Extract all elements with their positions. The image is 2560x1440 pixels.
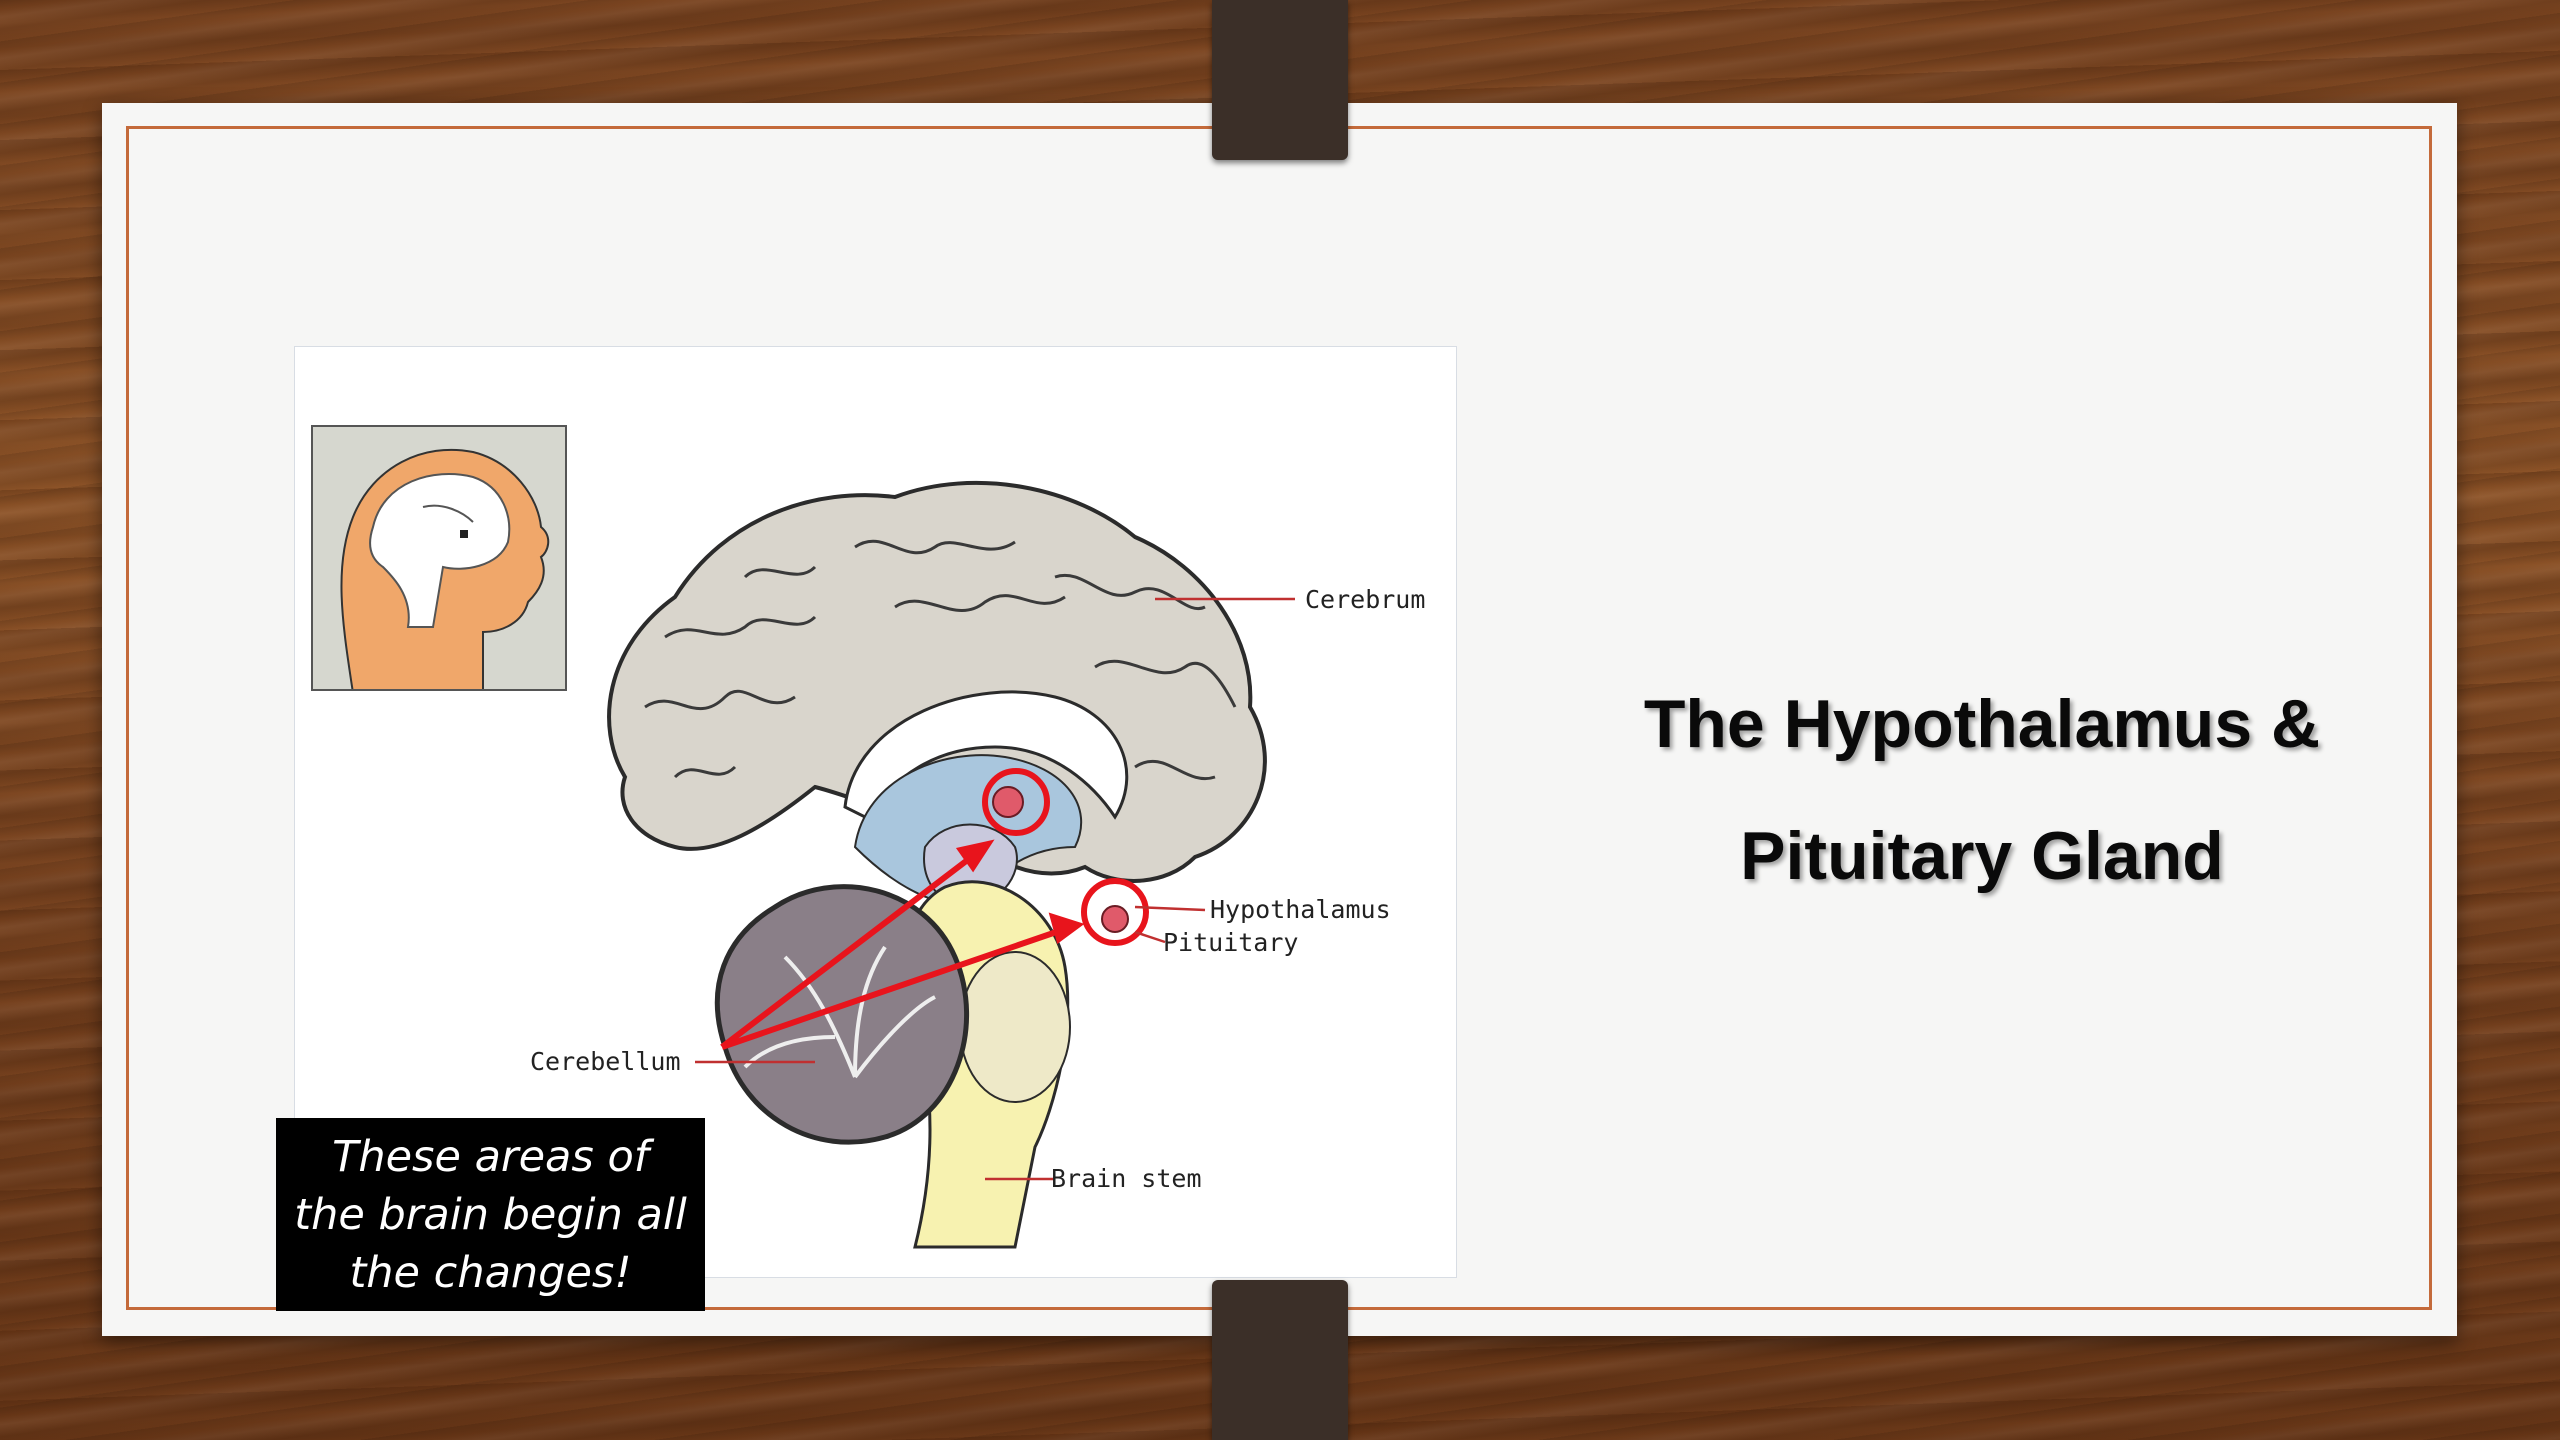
slide-title: The Hypothalamus & Pituitary Gland — [1542, 658, 2422, 922]
gyri-lines — [644, 539, 1237, 781]
binder-clip-bottom — [1212, 1280, 1348, 1440]
binder-clip-top — [1212, 0, 1348, 160]
head-thumbnail — [311, 425, 567, 691]
brain-illustration — [607, 480, 1295, 1249]
pituitary-dot — [1101, 905, 1129, 933]
cerebellum-shape — [714, 884, 970, 1145]
label-pituitary: Pituitary — [1163, 928, 1299, 957]
hypothalamus-dot — [992, 786, 1024, 818]
label-cerebrum: Cerebrum — [1305, 585, 1426, 614]
leader-lines — [695, 597, 1295, 1181]
label-hypothalamus: Hypothalamus — [1210, 895, 1391, 924]
label-cerebellum: Cerebellum — [530, 1047, 681, 1076]
label-brain-stem: Brain stem — [1051, 1164, 1202, 1193]
caption-line-2: the brain begin all — [294, 1189, 687, 1240]
caption-line-1: These areas of — [332, 1131, 649, 1182]
pituitary-highlight-circle — [1081, 878, 1149, 946]
slide-card: Cerebrum Hypothalamus Pituitary Cerebell… — [102, 103, 2457, 1336]
caption-line-3: the changes! — [349, 1247, 632, 1298]
hypothalamus-highlight-circle — [982, 768, 1050, 836]
head-thumbnail-illustration — [340, 448, 550, 689]
corpus-callosum — [843, 690, 1129, 820]
slide-title-line-2: Pituitary Gland — [1740, 818, 2224, 894]
caption-box: These areas of the brain begin all the c… — [276, 1118, 705, 1311]
slide-title-line-1: The Hypothalamus & — [1643, 686, 2321, 762]
red-arrows — [720, 839, 1085, 1050]
